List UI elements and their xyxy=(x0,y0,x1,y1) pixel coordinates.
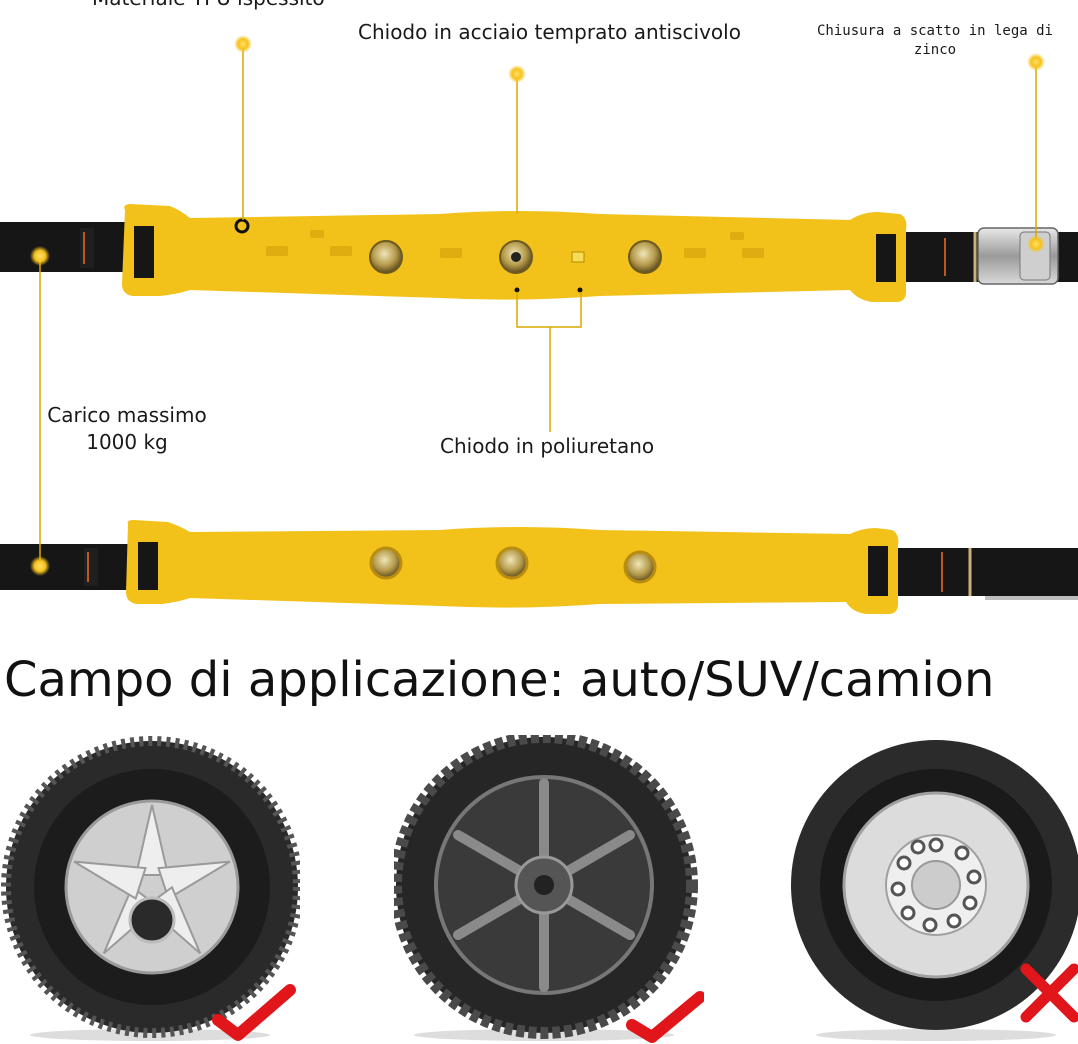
lower-strap xyxy=(0,520,1078,614)
upper-strap xyxy=(0,204,1078,302)
application-heading: Campo di applicazione: auto/SUV/camion xyxy=(4,652,995,708)
callout-dot-icon xyxy=(234,35,252,53)
label-tpu-material: Materiale TPU ispessito xyxy=(92,0,325,10)
check-mark-icon xyxy=(626,991,704,1043)
wheel-car xyxy=(1,736,300,1041)
label-steel-stud: Chiodo in acciaio temprato antiscivolo xyxy=(358,20,741,44)
callout-dot-icon xyxy=(1027,53,1045,71)
wheel-suv xyxy=(394,735,704,1043)
label-zinc-buckle: Chiusura a scatto in lega di zinco xyxy=(816,23,1053,58)
label-max-load: Carico massimo 1000 kg xyxy=(47,403,207,454)
callout-dot-icon xyxy=(508,65,526,83)
callout-dot-icon xyxy=(30,246,50,266)
label-pu-stud: Chiodo in poliuretano xyxy=(440,434,655,458)
callout-leaders xyxy=(39,44,1037,566)
wheel-truck xyxy=(791,740,1078,1041)
callout-dot-icon xyxy=(30,556,50,576)
zinc-buckle xyxy=(977,227,1059,285)
callout-dot-icon xyxy=(1027,235,1045,253)
anti-snow-strap-illustration xyxy=(0,35,1078,614)
check-mark-icon xyxy=(212,984,296,1041)
cross-mark-icon xyxy=(1020,963,1078,1023)
